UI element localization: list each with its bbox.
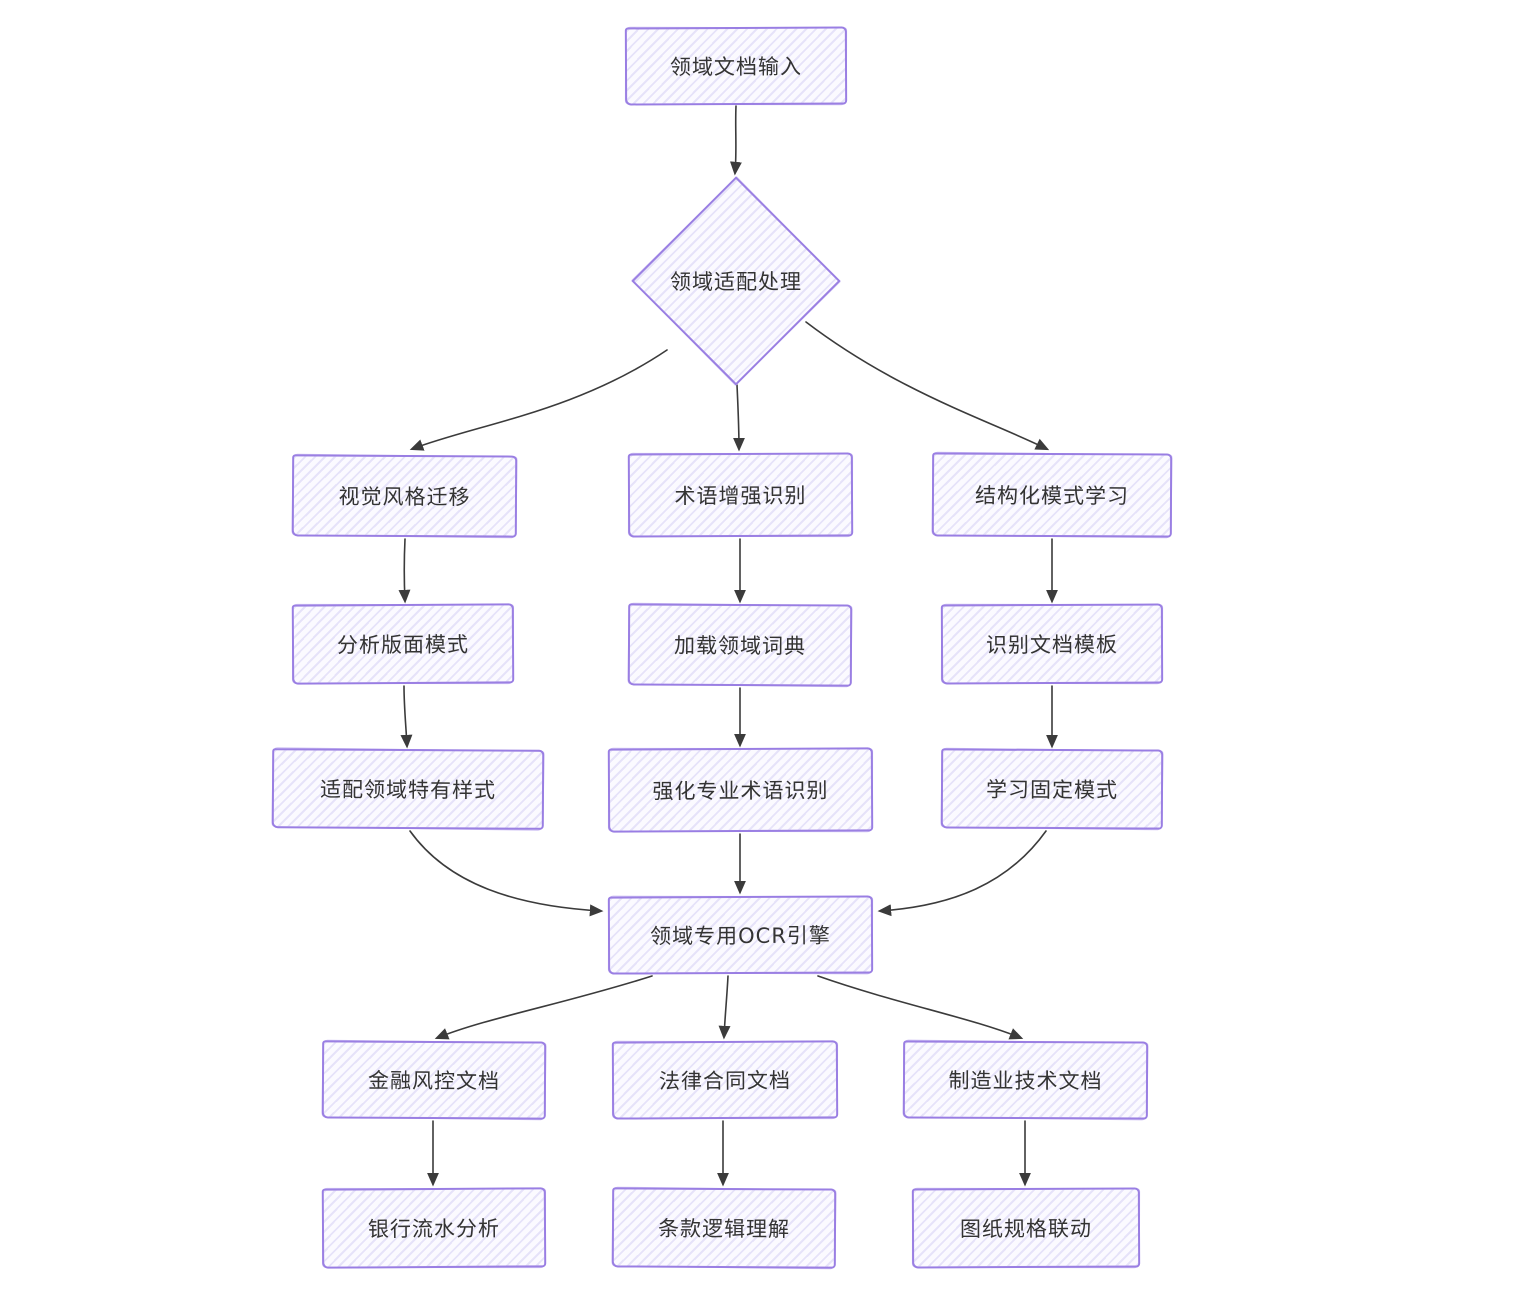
node-domain-document-input: 领域文档输入 (624, 26, 848, 106)
node-label: 适配领域特有样式 (319, 777, 497, 803)
node-label: 加载领域词典 (673, 633, 807, 659)
edge-layout-styleAdapt (400, 685, 413, 749)
node-financial-risk-documents: 金融风控文档 (321, 1040, 547, 1120)
node-visual-style-transfer: 视觉风格迁移 (291, 454, 518, 538)
node-label: 结构化模式学习 (974, 483, 1130, 509)
node-clause-logic-understanding: 条款逻辑理解 (611, 1187, 837, 1269)
node-learn-fixed-patterns: 学习固定模式 (940, 748, 1164, 830)
node-label: 分析版面模式 (336, 632, 470, 658)
edge-adapt-visual (409, 349, 668, 451)
node-terminology-enhanced-recognition: 术语增强识别 (627, 452, 854, 538)
node-strengthen-terminology-recognition: 强化专业术语识别 (607, 747, 874, 833)
edge-ocr-manufacturing (817, 975, 1024, 1040)
node-label: 强化专业术语识别 (652, 778, 829, 804)
node-domain-specific-ocr-engine: 领域专用OCR引擎 (607, 895, 874, 975)
edge-input-adapt (730, 105, 742, 176)
node-recognize-document-templates: 识别文档模板 (940, 603, 1164, 685)
node-drawing-spec-linkage: 图纸规格联动 (911, 1187, 1141, 1269)
node-label: 条款逻辑理解 (657, 1216, 791, 1242)
edge-styleAdapt-ocr (409, 830, 604, 917)
node-bank-statement-analysis: 银行流水分析 (321, 1187, 547, 1269)
node-label: 金融风控文档 (367, 1068, 501, 1094)
node-structured-pattern-learning: 结构化模式学习 (931, 452, 1173, 538)
node-legal-contract-documents: 法律合同文档 (611, 1040, 839, 1120)
node-manufacturing-technical-documents: 制造业技术文档 (902, 1040, 1149, 1120)
edge-ocr-finance (434, 975, 653, 1040)
node-label: 图纸规格联动 (959, 1216, 1093, 1242)
edge-ocr-legal (718, 975, 731, 1040)
node-adapt-domain-specific-styles: 适配领域特有样式 (271, 748, 545, 830)
edge-adapt-structured (805, 321, 1050, 451)
node-analyze-layout-patterns: 分析版面模式 (291, 603, 515, 685)
edge-visual-layout (398, 538, 411, 604)
node-label: 领域适配处理 (670, 270, 802, 294)
edge-adapt-terminology (733, 384, 745, 452)
node-label: 识别文档模板 (985, 632, 1119, 658)
edge-fixedPattern-ocr (877, 830, 1047, 917)
node-label: 制造业技术文档 (948, 1068, 1103, 1094)
node-label: 视觉风格迁移 (338, 484, 471, 510)
node-label: 学习固定模式 (985, 777, 1119, 803)
node-label: 法律合同文档 (658, 1068, 792, 1094)
node-label: 领域专用OCR引擎 (650, 923, 831, 949)
node-load-domain-dictionary: 加载领域词典 (627, 603, 853, 687)
node-label: 领域文档输入 (669, 54, 803, 80)
node-label: 术语增强识别 (674, 483, 807, 509)
node-domain-adaptation-decision: 领域适配处理 (631, 176, 841, 386)
node-label: 银行流水分析 (367, 1216, 501, 1242)
